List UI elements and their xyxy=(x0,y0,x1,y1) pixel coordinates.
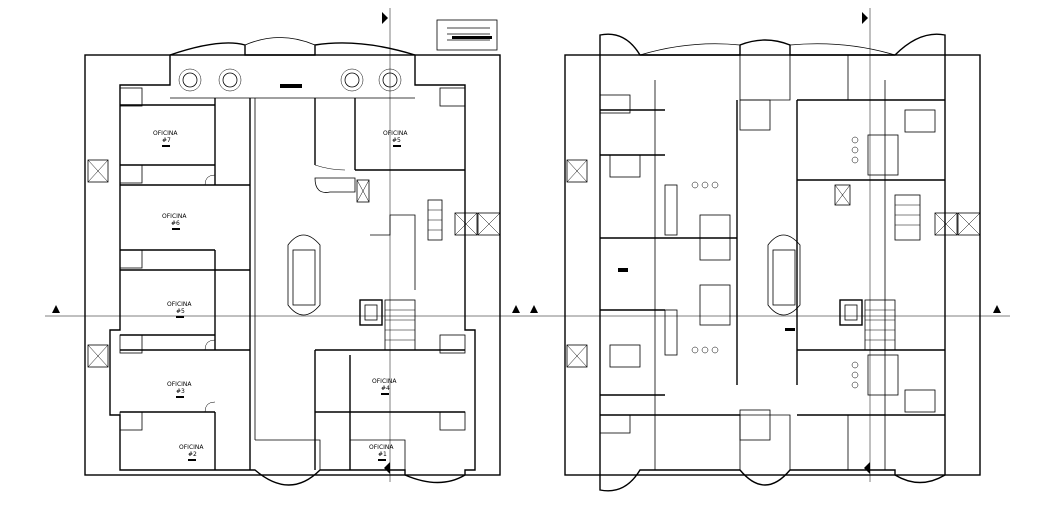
left-atrium xyxy=(287,234,321,316)
top-stair xyxy=(436,19,498,51)
right-office-walls xyxy=(314,87,466,470)
room-label-name: OFICINA xyxy=(383,130,408,137)
right-core xyxy=(834,184,921,351)
room-label-name: OFICINA xyxy=(153,130,178,137)
room-label-name: OFICINA xyxy=(372,378,397,385)
room-labels: OFICINA #7 OFICINA #5 OFICINA #6 OFICINA… xyxy=(153,130,408,461)
left-exterior-wall xyxy=(109,42,476,486)
room-label-name: OFICINA xyxy=(162,213,187,220)
room-label-number: #1 xyxy=(378,451,387,458)
room-label-number: #7 xyxy=(162,137,171,144)
room-label-name: OFICINA xyxy=(167,301,192,308)
right-atrium xyxy=(767,234,801,316)
right-plan xyxy=(564,33,981,492)
left-plan xyxy=(84,19,501,486)
right-partitions xyxy=(599,94,945,441)
room-label-number: #3 xyxy=(176,388,185,395)
room-label-name: OFICINA xyxy=(179,444,204,451)
left-shafts xyxy=(87,159,501,368)
room-label-name: OFICINA xyxy=(369,444,394,451)
room-label-number: #6 xyxy=(171,220,180,227)
room-label-number: #5 xyxy=(392,137,401,144)
right-site-boundary xyxy=(564,54,981,476)
left-office-walls xyxy=(119,87,256,470)
room-label-name: OFICINA xyxy=(167,381,192,388)
section-arrows xyxy=(52,12,1001,474)
room-label-number: #2 xyxy=(188,451,197,458)
left-core xyxy=(359,199,443,351)
room-label-number: #4 xyxy=(381,385,390,392)
room-label-number: #5 xyxy=(176,308,185,315)
right-exterior-wall xyxy=(599,33,946,492)
right-shafts xyxy=(566,159,981,368)
lounge-tables xyxy=(178,68,402,92)
section-lines xyxy=(45,8,1010,482)
